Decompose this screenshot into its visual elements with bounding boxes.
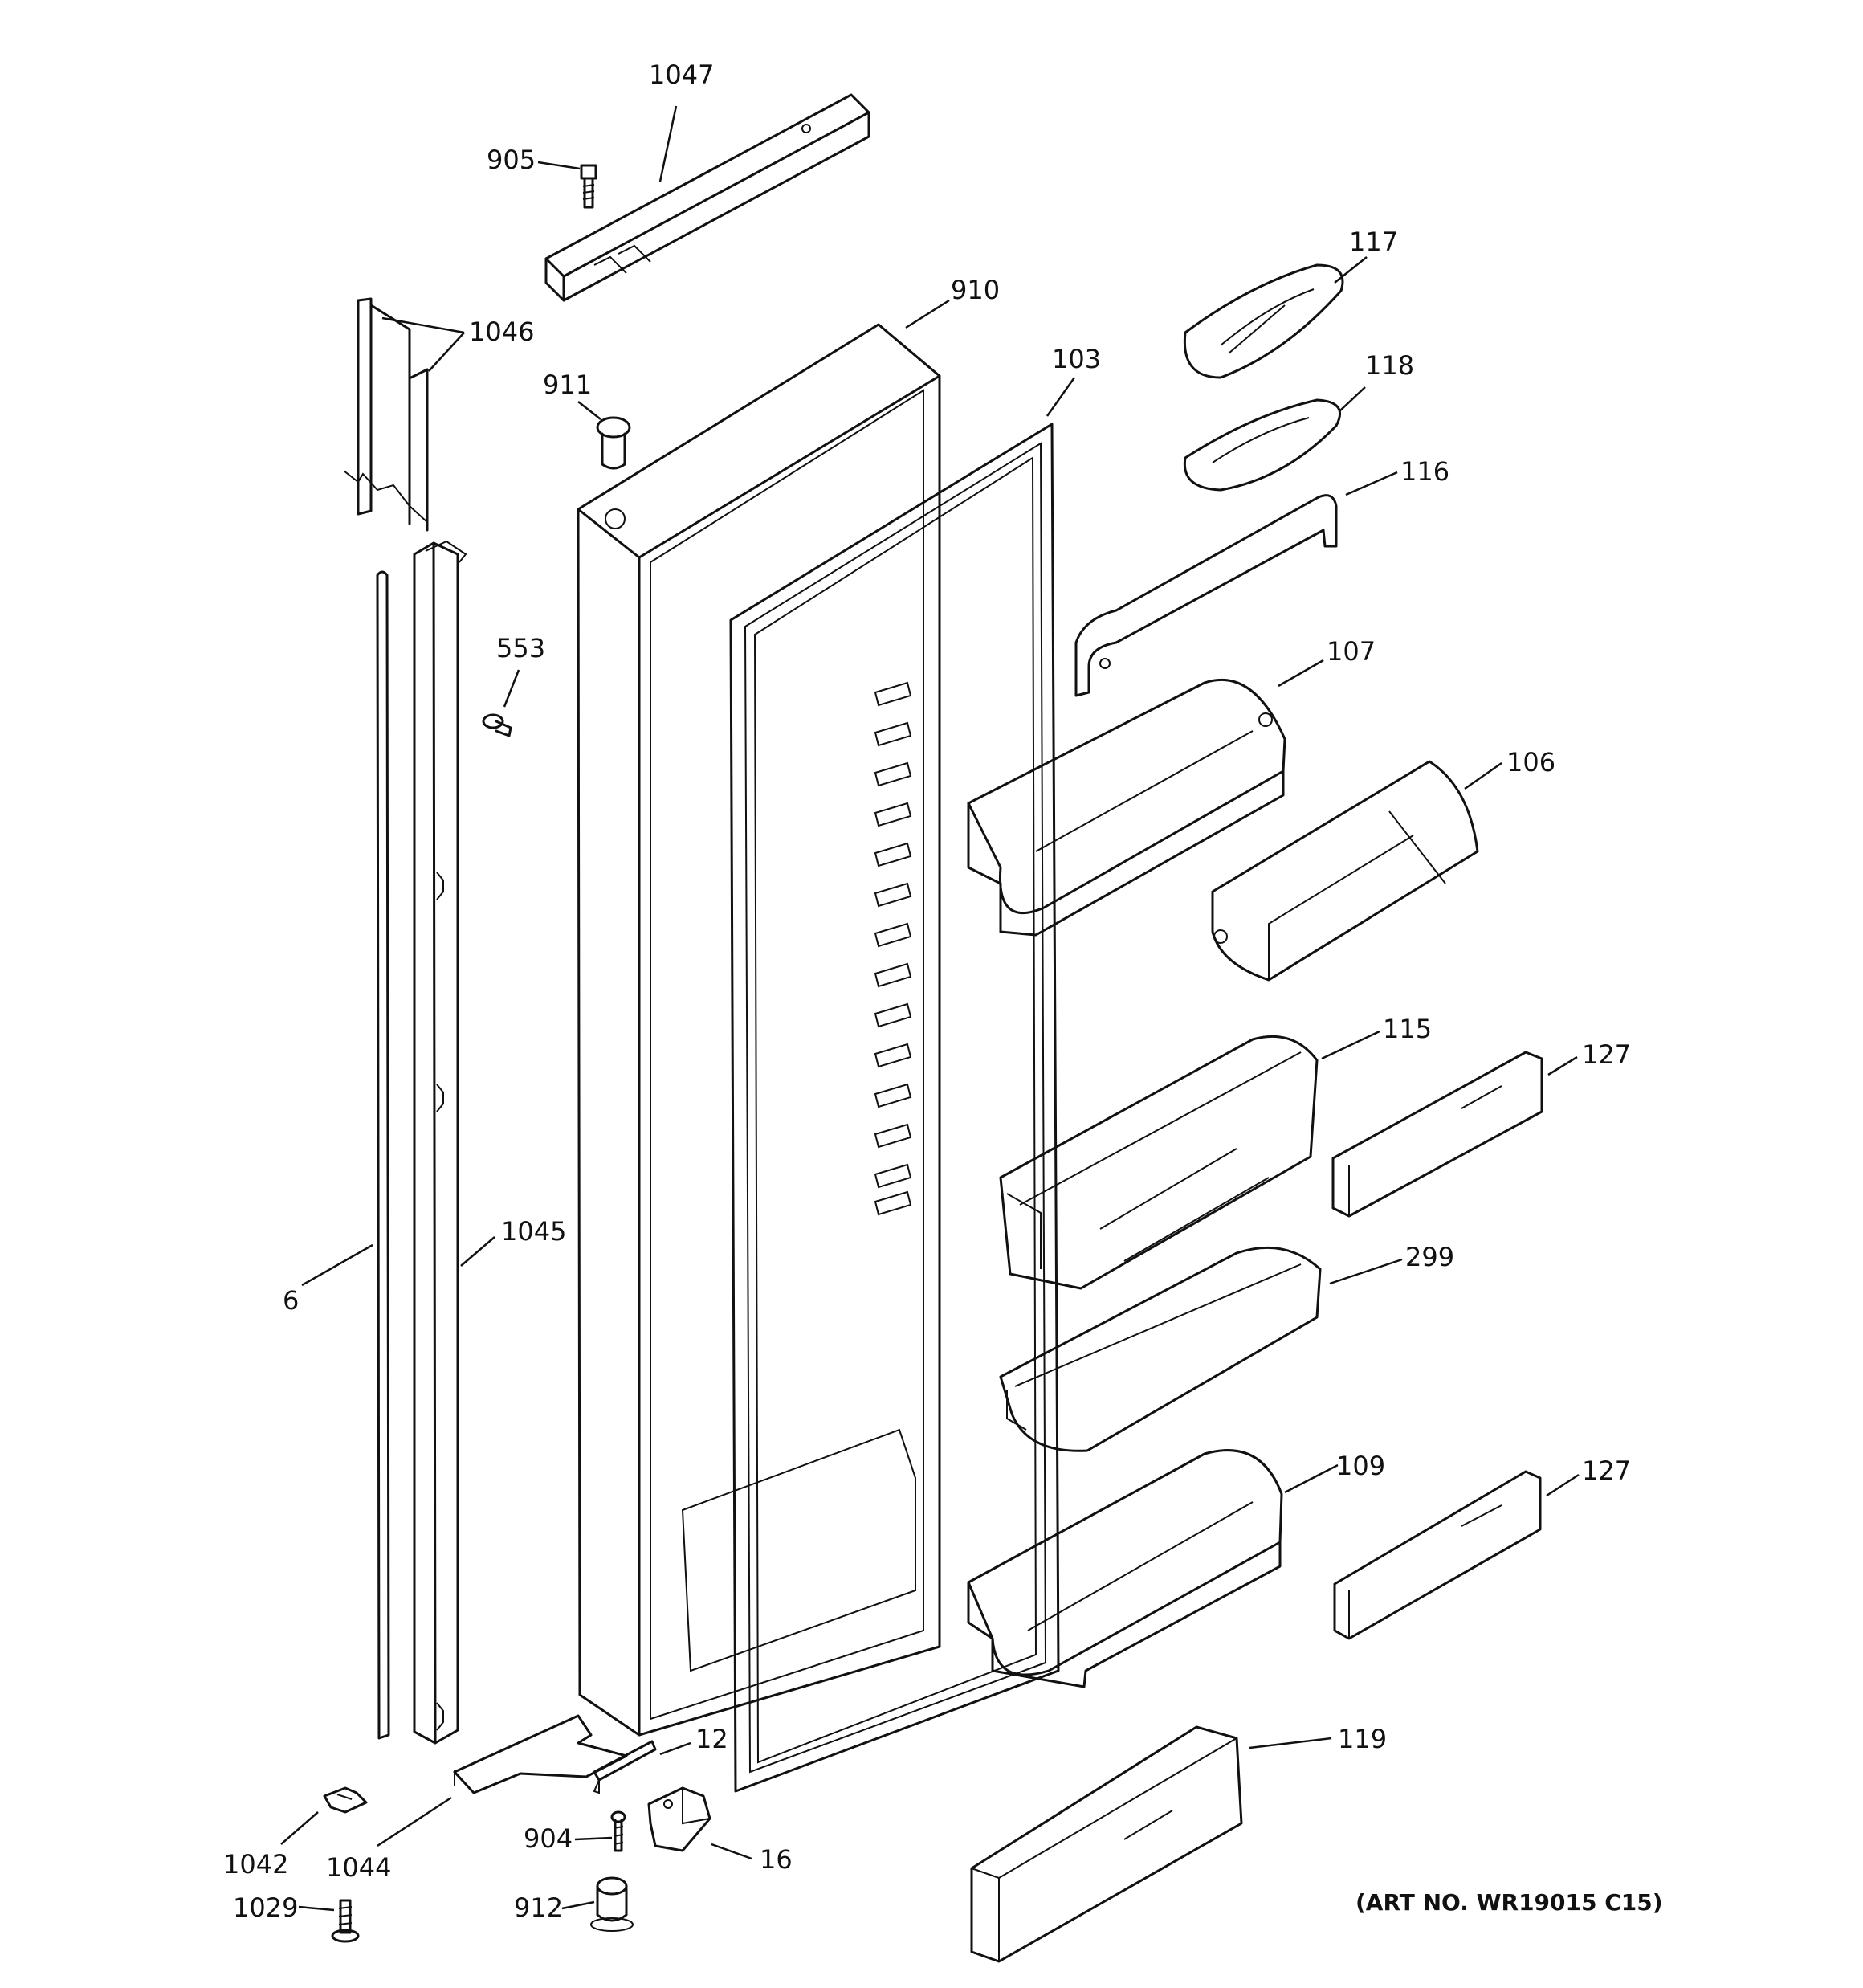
callout-1042: 1042 bbox=[223, 1849, 288, 1880]
callout-115: 115 bbox=[1383, 1014, 1432, 1044]
leader-lines bbox=[280, 105, 1580, 1912]
callout-16: 16 bbox=[760, 1844, 793, 1875]
callout-6: 6 bbox=[283, 1285, 299, 1316]
callout-1047: 1047 bbox=[649, 59, 714, 90]
callout-116: 116 bbox=[1400, 456, 1449, 487]
callout-127-upper: 127 bbox=[1582, 1039, 1631, 1070]
callout-119: 119 bbox=[1338, 1724, 1387, 1754]
callout-910: 910 bbox=[951, 275, 1000, 305]
callout-117: 117 bbox=[1349, 227, 1398, 257]
part-107-door-bin bbox=[967, 678, 1286, 937]
callout-1046: 1046 bbox=[469, 316, 534, 347]
callout-1045: 1045 bbox=[501, 1216, 566, 1247]
callout-912: 912 bbox=[514, 1892, 563, 1923]
part-1047-top-hinge-bracket bbox=[544, 93, 870, 302]
part-1029-screw bbox=[331, 1899, 360, 1943]
callout-904: 904 bbox=[524, 1823, 573, 1854]
part-912-bushing bbox=[590, 1876, 634, 1932]
part-117-cover bbox=[1183, 263, 1344, 379]
part-1042-bracket bbox=[323, 1786, 368, 1814]
callout-118: 118 bbox=[1365, 350, 1414, 381]
callout-299: 299 bbox=[1405, 1242, 1454, 1272]
part-116-rail bbox=[1074, 494, 1338, 697]
part-127-upper-bin-front bbox=[1331, 1051, 1543, 1218]
part-103-gasket bbox=[729, 423, 1060, 1793]
part-119-bin-front bbox=[970, 1725, 1243, 1963]
callout-127-lower: 127 bbox=[1582, 1455, 1631, 1486]
callout-labels: 1047 905 910 1046 911 103 117 118 116 55… bbox=[223, 59, 1631, 1923]
part-16-hinge-block bbox=[647, 1786, 711, 1852]
callout-107: 107 bbox=[1327, 636, 1376, 667]
art-number-label: (ART NO. WR19015 C15) bbox=[1355, 1889, 1663, 1916]
part-905-bolt bbox=[580, 164, 597, 209]
part-1046-upper-trim bbox=[343, 297, 429, 532]
part-1044-lower-bracket bbox=[453, 1714, 628, 1794]
callout-106: 106 bbox=[1506, 747, 1555, 778]
part-299-door-bin bbox=[999, 1246, 1322, 1452]
part-910-door-outer bbox=[577, 323, 941, 1737]
part-127-lower-bin-front bbox=[1333, 1470, 1542, 1640]
callout-1029: 1029 bbox=[233, 1892, 298, 1923]
part-911-bushing bbox=[596, 416, 631, 470]
part-12-hinge-plate bbox=[593, 1740, 657, 1794]
part-1045-vertical-trim bbox=[413, 540, 467, 1745]
callout-109: 109 bbox=[1336, 1451, 1385, 1481]
part-118-tray bbox=[1183, 398, 1341, 492]
part-106-door-bin bbox=[1211, 760, 1479, 982]
part-553-screw bbox=[482, 713, 512, 737]
part-6-gasket-strip bbox=[376, 570, 390, 1740]
door-liner-ribs bbox=[681, 681, 916, 1672]
part-904-screw bbox=[610, 1810, 626, 1852]
callout-1044: 1044 bbox=[326, 1852, 391, 1883]
callout-103: 103 bbox=[1052, 344, 1101, 374]
part-109-door-bin bbox=[967, 1449, 1283, 1688]
part-115-door-bin bbox=[999, 1035, 1319, 1290]
callout-12: 12 bbox=[695, 1724, 728, 1754]
callout-905: 905 bbox=[487, 145, 536, 175]
callout-911: 911 bbox=[543, 369, 592, 400]
callout-553: 553 bbox=[496, 633, 545, 663]
